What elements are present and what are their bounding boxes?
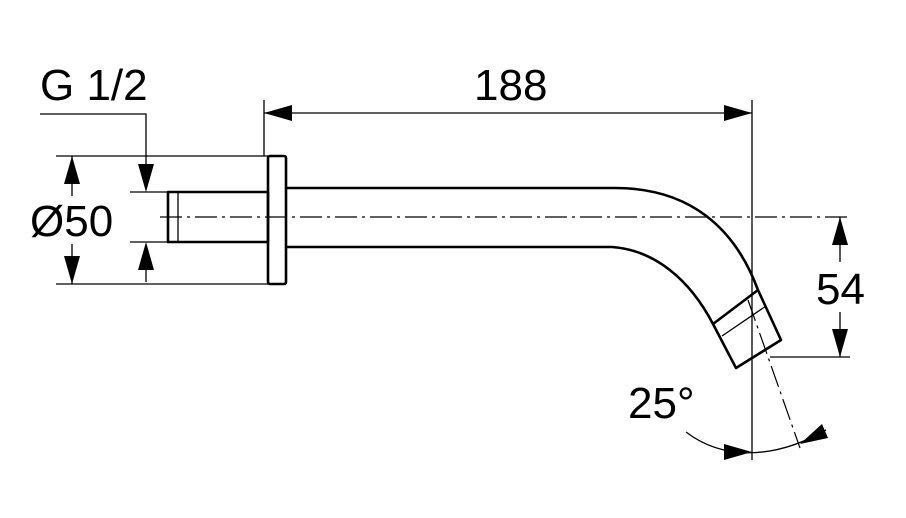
aerator-nozzle [711, 288, 783, 370]
spout-outline [166, 154, 783, 370]
length-dimension: 188 [263, 61, 753, 460]
thread-dimension: G 1/2 [40, 61, 168, 282]
thread-arrow-top [138, 164, 154, 192]
drop-arrow-top [832, 217, 848, 245]
outlet-axis-line [747, 299, 801, 449]
angle-label: 25° [628, 379, 695, 428]
aerator-ring-line [721, 305, 767, 337]
threaded-connector [166, 190, 270, 244]
angle-arrow-left [724, 444, 752, 460]
diameter-label: Ø50 [30, 197, 113, 246]
spout-tube-upper-edge [286, 186, 760, 291]
length-label: 188 [474, 61, 547, 110]
diameter-arrow-bottom [64, 256, 80, 284]
spout-tube-lower-edge [286, 245, 715, 325]
length-arrow-left [264, 105, 292, 121]
drop-arrow-bottom [832, 329, 848, 357]
diameter-dimension: Ø50 [28, 155, 268, 285]
center-lines [160, 216, 850, 449]
thread-arrow-bottom [138, 242, 154, 270]
thread-label: G 1/2 [40, 61, 148, 110]
wall-flange [266, 154, 288, 286]
angle-dimension: 25° [628, 379, 828, 460]
diameter-label-bg [28, 196, 128, 244]
drop-label: 54 [816, 265, 865, 314]
diameter-arrow-top [64, 156, 80, 184]
angle-arrow-right [800, 424, 828, 444]
drop-dimension: 54 [770, 217, 865, 358]
thread-leader-line [40, 113, 147, 170]
length-arrow-right [724, 105, 752, 121]
